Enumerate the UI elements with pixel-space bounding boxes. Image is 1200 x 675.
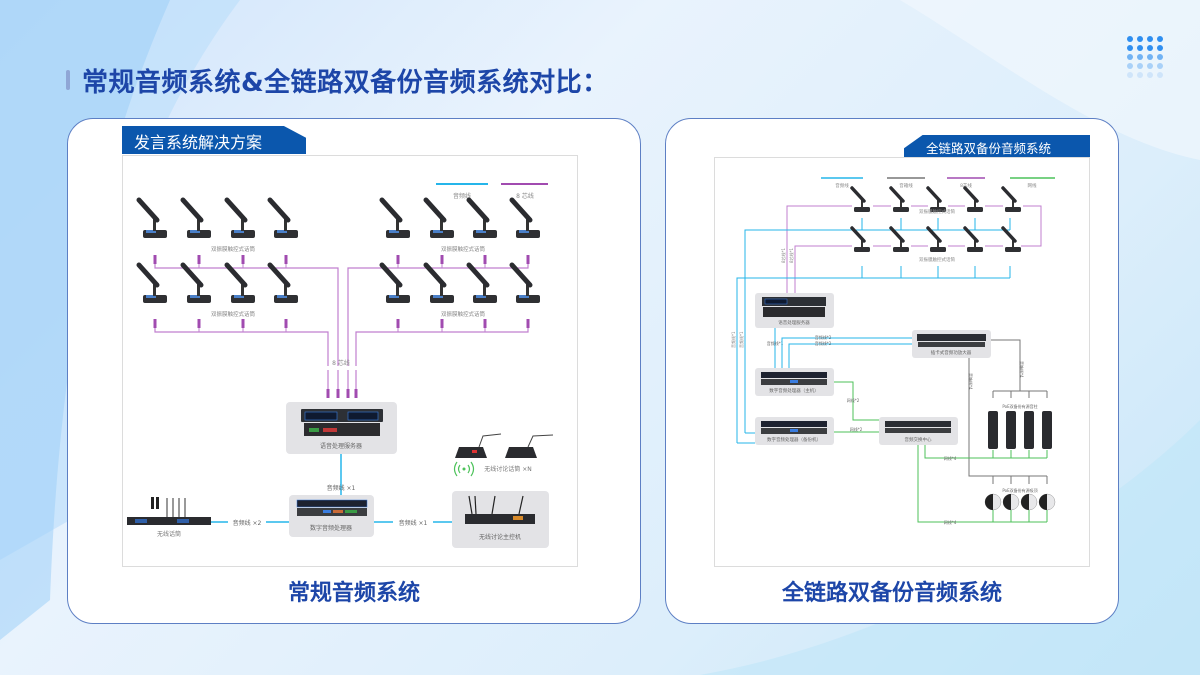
conventional-system-panel: 音频线 8 芯线 双振膜触控式话筒 双振膜触控式话筒 双振膜触控式话筒 bbox=[67, 118, 641, 624]
poe-ceiling-speakers: PoE双备份有源吸顶 bbox=[984, 487, 1056, 511]
mic-chain-bottom: 双振膜触控式话筒 bbox=[794, 226, 1023, 298]
wireless-discussion-mics: 无线讨论话筒 ×N bbox=[455, 433, 554, 473]
conventional-caption: 常规音频系统 bbox=[287, 581, 420, 606]
svg-text:8 芯线: 8 芯线 bbox=[332, 359, 350, 367]
svg-text:音箱线*4: 音箱线*4 bbox=[968, 373, 974, 390]
wireless-signal-icon bbox=[453, 461, 475, 477]
wireless-discussion-host: 无线讨论主控机 bbox=[452, 491, 549, 548]
svg-text:音箱线: 音箱线 bbox=[899, 182, 913, 189]
svg-text:网线*2: 网线*2 bbox=[850, 426, 863, 432]
dsp-main: 数字音频处理器（主机） bbox=[755, 368, 834, 396]
svg-text:音箱线*4: 音箱线*4 bbox=[1019, 361, 1025, 378]
svg-text:8芯线*1: 8芯线*1 bbox=[780, 247, 786, 263]
decorative-dots-icon bbox=[1127, 36, 1164, 78]
link-server-dsp: 音频线 ×1 bbox=[327, 484, 356, 492]
mic-group-label: 双振膜触控式话筒 bbox=[211, 310, 256, 318]
svg-text:PoE双备份有源音柱: PoE双备份有源音柱 bbox=[1002, 403, 1037, 409]
svg-text:8芯线: 8芯线 bbox=[960, 182, 972, 189]
solution-tag: 发言系统解决方案 bbox=[122, 126, 306, 154]
dual-backup-diagram-svg: 音频线 音箱线 8芯线 网线 双振膜触控式话筒 双振膜触控式话筒 bbox=[730, 177, 1056, 525]
dual-backup-system-panel: 音频线 音箱线 8芯线 网线 双振膜触控式话筒 双振膜触控式话筒 bbox=[665, 118, 1119, 624]
svg-text:音频交换中心: 音频交换中心 bbox=[905, 436, 932, 443]
link-dsp-host: 音频线 ×1 bbox=[399, 519, 428, 527]
svg-text:音频线*1: 音频线*1 bbox=[730, 331, 736, 348]
svg-text:数字音频处理器（主机）: 数字音频处理器（主机） bbox=[769, 387, 819, 394]
8core-cable-bundle: 8 芯线 bbox=[326, 359, 358, 398]
digital-audio-processor: 数字音频处理器 bbox=[289, 495, 374, 537]
svg-text:网线*2: 网线*2 bbox=[847, 397, 860, 403]
audio-switch-center: 音频交换中心 bbox=[879, 417, 958, 445]
card-amplifier: 插卡式音频功放大器 bbox=[912, 330, 991, 358]
svg-text:无线讨论主控机: 无线讨论主控机 bbox=[479, 533, 521, 541]
wireless-mic-receiver: 无线话筒 bbox=[127, 497, 211, 538]
svg-text:插卡式音频功放大器: 插卡式音频功放大器 bbox=[931, 349, 972, 356]
svg-text:音频线: 音频线 bbox=[835, 182, 849, 189]
svg-text:音频线*2: 音频线*2 bbox=[815, 334, 832, 340]
svg-text:双振膜触控式话筒: 双振膜触控式话筒 bbox=[919, 208, 955, 215]
svg-text:音频线*1: 音频线*1 bbox=[738, 331, 744, 348]
mic-array-bottom-right: 双振膜触控式话筒 bbox=[355, 265, 540, 366]
legend-audio-line: 音频线 bbox=[453, 192, 471, 200]
mic-group-label: 双振膜触控式话筒 bbox=[441, 310, 486, 318]
svg-text:数字音频处理器（备份机）: 数字音频处理器（备份机） bbox=[767, 436, 821, 443]
svg-text:音频线*2: 音频线*2 bbox=[815, 340, 832, 346]
svg-text:数字音频处理器: 数字音频处理器 bbox=[310, 524, 352, 532]
page-title: 常规音频系统&全链路双备份音频系统对比： bbox=[82, 68, 609, 98]
legend-8core-line: 8 芯线 bbox=[516, 192, 534, 200]
svg-text:8芯线*1: 8芯线*1 bbox=[788, 247, 794, 263]
conventional-diagram-svg: 音频线 8 芯线 双振膜触控式话筒 双振膜触控式话筒 双振膜触控式话筒 bbox=[127, 183, 554, 548]
link-mic-dsp: 音频线 ×2 bbox=[233, 519, 262, 527]
dual-backup-tag: 全链路双备份音频系统 bbox=[904, 135, 1090, 157]
voice-processing-server: 语音处理服务器 bbox=[755, 293, 834, 328]
mic-group-label: 双振膜触控式话筒 bbox=[211, 245, 256, 253]
svg-text:PoE双备份有源吸顶: PoE双备份有源吸顶 bbox=[1002, 487, 1037, 493]
mic-chain-top: 双振膜触控式话筒 bbox=[786, 186, 1042, 298]
conventional-diagram: 音频线 8 芯线 双振膜触控式话筒 双振膜触控式话筒 双振膜触控式话筒 bbox=[122, 155, 578, 567]
mic-array-top-right: 双振膜触控式话筒 bbox=[347, 200, 540, 366]
svg-text:音频线*1: 音频线*1 bbox=[767, 340, 784, 346]
svg-text:网线: 网线 bbox=[1028, 182, 1037, 189]
title-accent-bar bbox=[66, 70, 70, 90]
mic-array-top-left: 双振膜触控式话筒 bbox=[139, 200, 339, 366]
dsp-backup: 数字音频处理器（备份机） bbox=[755, 417, 834, 445]
dual-backup-diagram: 音频线 音箱线 8芯线 网线 双振膜触控式话筒 双振膜触控式话筒 bbox=[714, 157, 1090, 567]
dual-backup-caption: 全链路双备份音频系统 bbox=[781, 581, 1002, 606]
svg-text:语音处理服务器: 语音处理服务器 bbox=[778, 319, 810, 326]
legend: 音频线 音箱线 8芯线 网线 bbox=[821, 177, 1055, 189]
voice-processing-server: 语音处理服务器 bbox=[286, 402, 397, 454]
mic-group-label: 双振膜触控式话筒 bbox=[441, 245, 486, 253]
svg-text:双振膜触控式话筒: 双振膜触控式话筒 bbox=[919, 256, 955, 263]
svg-text:网线*4: 网线*4 bbox=[944, 519, 957, 525]
svg-text:无线话筒: 无线话筒 bbox=[157, 530, 181, 538]
svg-text:语音处理服务器: 语音处理服务器 bbox=[320, 442, 362, 450]
poe-column-speakers: PoE双备份有源音柱 bbox=[988, 403, 1052, 449]
svg-text:无线讨论话筒 ×N: 无线讨论话筒 ×N bbox=[484, 465, 531, 473]
mic-array-bottom-left: 双振膜触控式话筒 bbox=[139, 265, 329, 366]
svg-text:网线*4: 网线*4 bbox=[944, 455, 957, 461]
